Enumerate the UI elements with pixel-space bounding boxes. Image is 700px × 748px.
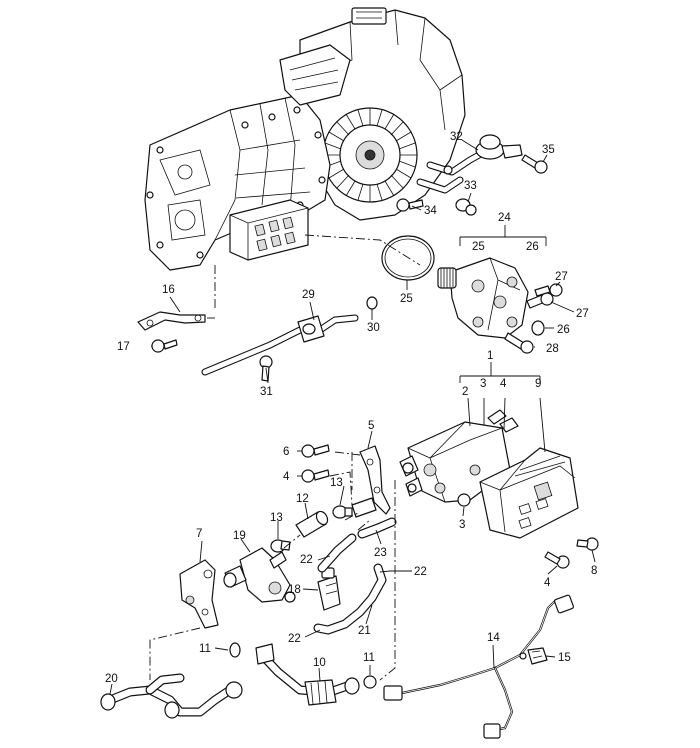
callout-10: 10 [313,657,326,669]
callout-labels: 35 32 33 34 24 25 26 25 27 27 26 28 16 1… [105,131,597,685]
callout-11-left: 11 [199,643,211,655]
callout-18: 18 [288,584,301,596]
callout-7: 7 [196,528,202,540]
hose-22-upper [317,533,357,573]
callout-17: 17 [117,341,130,353]
hose-21-22 [313,563,387,635]
callout-28: 28 [546,343,559,355]
o-ring-3 [457,493,471,507]
leader-lines [109,139,596,695]
oil-pipe-29 [201,314,359,376]
callout-15: 15 [558,652,571,664]
bolt-4-upper [301,469,330,483]
callout-3: 3 [459,519,465,531]
differential-flange [322,107,418,203]
callout-1: 1 [487,350,493,362]
transmission-bolt-heads [146,106,326,259]
clip-15 [527,647,548,665]
callout-25: 25 [400,293,413,305]
callout-5: 5 [368,420,374,432]
callout-13-lower: 13 [270,512,283,524]
transmission-housing [144,7,466,271]
bolt-34 [396,198,424,212]
callout-25-group: 25 [472,241,485,253]
oil-pump-assembly [381,235,529,339]
oil-pipe-32 [416,134,523,194]
clamp-13-upper [332,505,353,519]
transmission-oil-cooler [229,199,309,261]
callout-31: 31 [260,386,273,398]
callout-35: 35 [542,144,555,156]
callout-24: 24 [498,212,511,224]
callout-4-group: 4 [500,378,507,390]
callout-33: 33 [464,180,477,192]
callout-22-right: 22 [414,566,427,578]
callout-8: 8 [591,565,597,577]
thermostat-valve-19 [223,547,296,603]
callout-30: 30 [367,322,380,334]
callout-4-upper: 4 [283,471,290,483]
callout-22-upper: 22 [300,554,313,566]
oil-cooler-9 [479,447,579,539]
sensor-18 [317,567,341,611]
callout-27-lower: 27 [576,308,589,320]
callout-3-group: 3 [480,378,486,390]
callout-27-upper: 27 [555,271,568,283]
bolt-4-lower [544,551,570,569]
seal-30 [366,296,378,310]
callout-23: 23 [374,547,387,559]
callout-14: 14 [487,632,500,644]
seal-11-left [229,642,241,658]
callout-22-lower: 22 [288,633,301,645]
seal-11-right [363,675,377,689]
clamp-13-lower [270,539,291,553]
callout-9: 9 [535,378,541,390]
callout-21: 21 [358,625,371,637]
callout-13-upper: 13 [330,477,343,489]
oil-line-20 [100,673,243,719]
callout-34: 34 [424,205,437,217]
bracket-7 [179,559,219,629]
callout-12: 12 [296,493,309,505]
callout-16: 16 [162,284,175,296]
seal-33 [455,198,477,216]
pump-spline-shaft [437,267,457,289]
callout-11-right: 11 [363,652,375,664]
bracket-5 [351,445,391,518]
callout-26-group: 26 [526,241,539,253]
bolt-8 [576,537,599,551]
callout-26: 26 [557,324,570,336]
callout-6: 6 [283,446,289,458]
wiring-harness-14 [383,594,574,739]
callout-19: 19 [233,530,246,542]
callout-29: 29 [302,289,315,301]
banjo-bolt-35 [521,154,548,174]
pump-bolt-27a [526,292,554,309]
oil-line-10 [255,643,360,706]
hose-23 [357,517,397,539]
sleeve-12 [295,510,329,538]
pump-bolt-28 [504,332,534,354]
pump-bolt-27b [534,283,563,297]
bolt-6 [301,444,330,458]
callout-2: 2 [462,386,468,398]
callout-32: 32 [450,131,463,143]
assembly-lines [149,234,421,681]
callout-20: 20 [105,673,118,685]
bracket-16 [137,311,206,331]
o-ring-26 [531,320,545,336]
callout-4-lower: 4 [544,577,551,589]
bolt-17 [151,339,178,353]
